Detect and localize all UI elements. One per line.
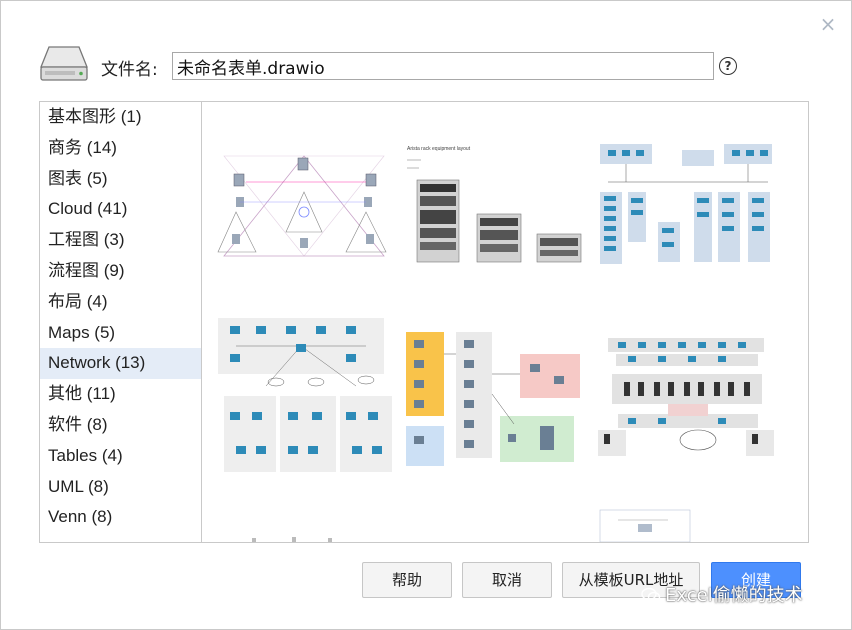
template-thumbnail[interactable] bbox=[407, 154, 587, 274]
filename-input[interactable] bbox=[172, 52, 714, 80]
category-item[interactable]: 基本图形 (1) bbox=[48, 107, 142, 126]
from-url-button[interactable]: 从模板URL地址 bbox=[562, 562, 700, 598]
category-item-network[interactable]: Network (13) bbox=[40, 348, 201, 380]
category-item[interactable]: UML (8) bbox=[48, 476, 109, 496]
template-thumbnail[interactable] bbox=[598, 508, 698, 542]
help-icon[interactable]: ? bbox=[719, 57, 737, 75]
cancel-button[interactable]: 取消 bbox=[462, 562, 552, 598]
template-thumbnail[interactable] bbox=[598, 142, 774, 268]
category-item[interactable]: 流程图 (9) bbox=[48, 260, 125, 280]
template-gallery: Arista rack equipment layout bbox=[202, 102, 808, 542]
template-thumbnail[interactable] bbox=[404, 324, 584, 470]
create-button[interactable]: 创建 bbox=[711, 562, 801, 598]
category-item[interactable]: 商务 (14) bbox=[48, 137, 117, 157]
category-item[interactable]: 布局 (4) bbox=[48, 291, 108, 311]
help-button[interactable]: 帮助 bbox=[362, 562, 452, 598]
category-item[interactable]: Maps (5) bbox=[48, 322, 116, 342]
close-icon[interactable]: × bbox=[819, 12, 837, 36]
category-item[interactable]: 软件 (8) bbox=[48, 414, 108, 434]
template-thumbnail[interactable] bbox=[232, 534, 352, 542]
template-thumbnail[interactable] bbox=[216, 316, 396, 478]
category-item[interactable]: 图表 (5) bbox=[48, 168, 108, 188]
template-thumbnail[interactable] bbox=[598, 334, 774, 458]
filename-label: 文件名: bbox=[101, 60, 158, 80]
template-thumbnail[interactable] bbox=[216, 152, 392, 262]
category-item[interactable]: Venn (8) bbox=[48, 507, 113, 527]
category-item[interactable]: Cloud (41) bbox=[48, 199, 128, 219]
category-item[interactable]: 其他 (11) bbox=[48, 384, 116, 404]
drive-icon bbox=[40, 46, 88, 81]
category-item[interactable]: 工程图 (3) bbox=[48, 230, 125, 250]
category-item[interactable]: Tables (4) bbox=[48, 445, 123, 465]
template-thumbnail-title: Arista rack equipment layout bbox=[407, 146, 471, 152]
template-panel: 基本图形 (1) 商务 (14) 图表 (5) Cloud (41) 工程图 (… bbox=[39, 101, 809, 543]
category-list: 基本图形 (1) 商务 (14) 图表 (5) Cloud (41) 工程图 (… bbox=[40, 102, 202, 542]
